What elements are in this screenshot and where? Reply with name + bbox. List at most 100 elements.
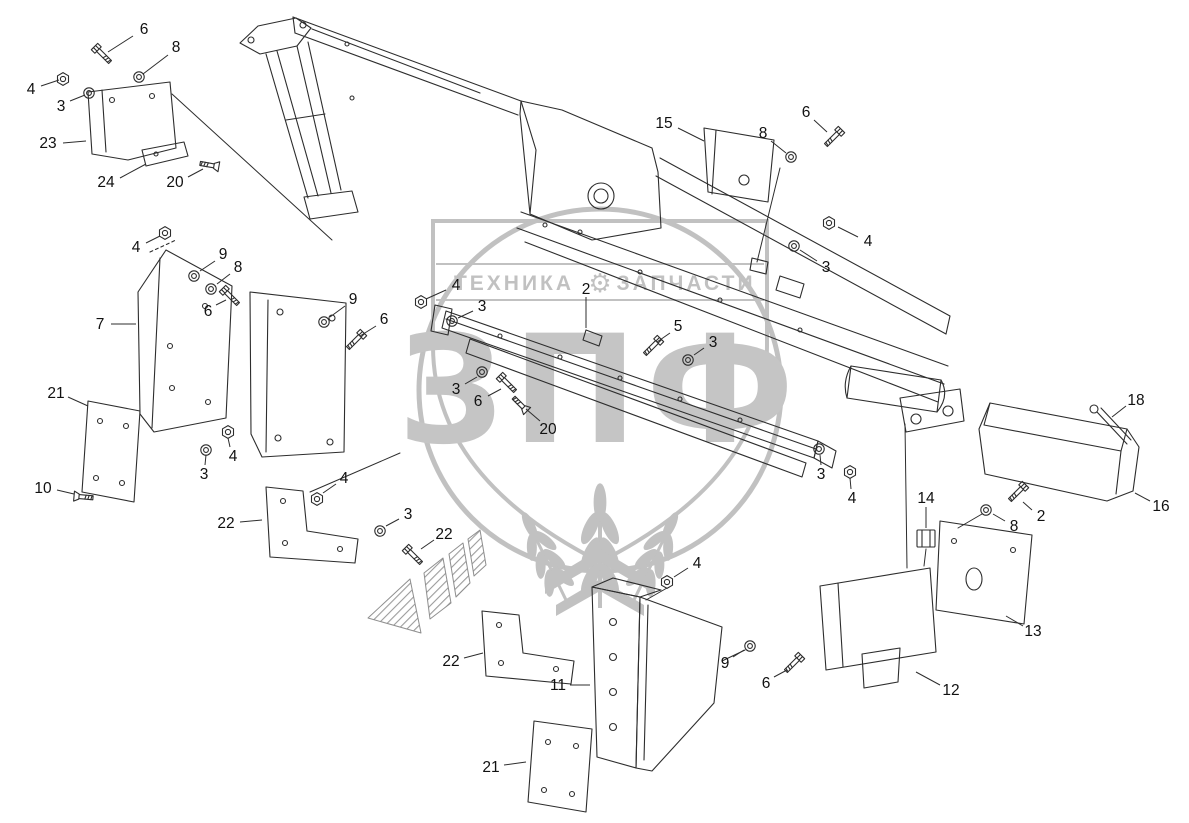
tray-16 (978, 402, 1140, 502)
watermark-brand: ЗПФ (398, 304, 803, 478)
callout-leader (67, 396, 89, 407)
callout-leader (385, 518, 400, 527)
callout-label: 23 (39, 135, 56, 152)
bracket-12 (819, 567, 937, 689)
callout-leader (1134, 492, 1151, 502)
callout-label: 4 (132, 239, 141, 256)
nut-icon (221, 425, 235, 439)
bracket-24 (141, 141, 189, 167)
callout-label: 5 (674, 318, 683, 335)
callout-leader (732, 649, 745, 658)
nut-icon (843, 465, 857, 479)
callout-leader (677, 127, 705, 142)
callout-label: 6 (140, 21, 149, 38)
callout-leader (525, 408, 541, 422)
gearbox-housing (519, 100, 662, 241)
callout-label: 20 (539, 421, 557, 438)
callout-leader (199, 260, 216, 272)
bolt-icon (344, 328, 368, 352)
callout-leader (420, 539, 435, 550)
callout-label: 4 (340, 470, 349, 487)
callout-leader (849, 477, 852, 490)
callout-label: 8 (234, 259, 243, 276)
bracket-22-left (265, 486, 359, 564)
callout-leader (837, 226, 859, 238)
callout-leader (503, 761, 527, 766)
washer-icon (200, 444, 212, 456)
callout-label: 14 (917, 490, 935, 507)
bolt-icon (90, 42, 114, 66)
callout-leader (329, 305, 346, 318)
washer-icon (374, 525, 386, 537)
bolt-icon (218, 284, 242, 308)
callout-label: 6 (474, 393, 483, 410)
callout-label: 4 (848, 490, 857, 507)
watermark-banner-left: ТЕХНИКА (454, 272, 574, 295)
callout-label: 18 (1127, 392, 1144, 409)
washer-icon (788, 240, 800, 252)
callout-label: 22 (435, 526, 452, 543)
washer-icon (744, 640, 756, 652)
callout-leader (457, 310, 474, 319)
callout-leader (40, 79, 60, 87)
callout-leader (915, 671, 941, 686)
callout-label: 4 (27, 81, 36, 98)
callout-leader (107, 35, 134, 53)
callout-label: 6 (380, 311, 389, 328)
callout-leader (227, 437, 231, 448)
callout-leader (142, 54, 169, 75)
callout-leader (322, 483, 337, 494)
callout-label: 10 (34, 480, 52, 497)
callout-label: 3 (200, 466, 209, 483)
nut-icon (660, 575, 674, 589)
callout-leader (1005, 615, 1024, 627)
callout-label: 22 (217, 515, 234, 532)
callout-leader (992, 513, 1006, 522)
callout-label: 3 (57, 98, 66, 115)
callout-label: 24 (97, 174, 115, 191)
bracket-11 (591, 577, 723, 772)
callout-label: 20 (166, 174, 184, 191)
main-frame-rail (516, 157, 951, 403)
upper-boom (292, 16, 522, 116)
callout-leader (770, 140, 787, 154)
callout-label: 4 (229, 448, 238, 465)
callout-leader (1022, 501, 1033, 511)
washer-icon (133, 71, 145, 83)
callout-label: 9 (349, 291, 358, 308)
clip-nut-14 (916, 529, 936, 548)
callout-leader (145, 235, 161, 244)
washer-icon (318, 316, 330, 328)
callout-leader (819, 454, 822, 466)
washer-icon (83, 87, 95, 99)
pin-18 (1089, 404, 1132, 445)
screw-icon (73, 490, 94, 504)
plate-13 (935, 520, 1033, 625)
callout-leader (463, 652, 484, 659)
callout-label: 2 (582, 281, 591, 298)
callout-leader (673, 567, 689, 578)
callout-label: 3 (478, 298, 487, 315)
nut-icon (822, 216, 836, 230)
nut-icon (56, 72, 70, 86)
callout-label: 15 (655, 115, 672, 132)
callout-label: 16 (1152, 498, 1169, 515)
callout-label: 13 (1024, 623, 1041, 640)
callout-leader (56, 489, 75, 495)
nut-icon (310, 492, 324, 506)
callout-label: 21 (482, 759, 499, 776)
watermark-banner-right: ЗАПЧАСТИ (616, 272, 755, 295)
callout-leader (656, 332, 671, 343)
callout-label: 4 (693, 555, 702, 572)
wheat-emblem-icon (505, 483, 695, 616)
callout-label: 3 (404, 506, 413, 523)
support-stand (239, 17, 359, 220)
bracket-22-bottom (481, 610, 575, 685)
callout-leader (187, 168, 204, 178)
callout-leader (215, 299, 227, 306)
washer-icon (205, 283, 217, 295)
callout-leader (799, 249, 818, 262)
callout-label: 6 (802, 104, 811, 121)
